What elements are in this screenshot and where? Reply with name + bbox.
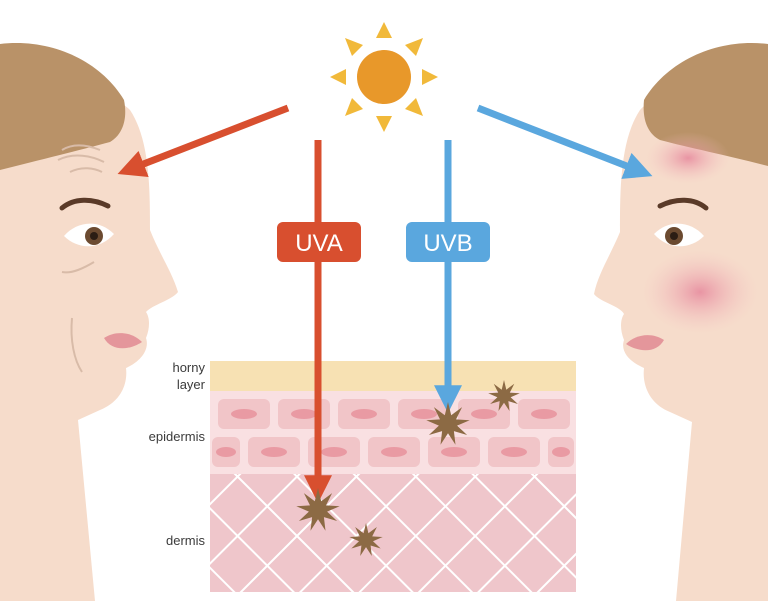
cell-nucleus: [261, 447, 287, 457]
cell-nucleus: [471, 409, 497, 419]
left-face-hair: [0, 43, 126, 170]
sun-rays: [330, 22, 438, 132]
label-dermis: dermis: [166, 533, 206, 548]
starburst-icon: [349, 523, 383, 556]
uva-badge-bg: [277, 222, 361, 262]
cell-nucleus: [531, 409, 557, 419]
dermis-layer: [210, 474, 576, 592]
right-face-lips: [626, 335, 664, 351]
right-face-cheek-redness: [642, 250, 758, 334]
starburst-icon: [296, 488, 340, 531]
label-horny-line1: horny: [172, 360, 205, 375]
uvb-arrow-to-face: [476, 104, 653, 179]
uva-arrow-to-face: [117, 104, 290, 177]
cell-nucleus: [291, 409, 317, 419]
sun-icon: [330, 22, 438, 132]
skin-cross-section: [210, 361, 576, 592]
starburst-icon: [488, 380, 520, 411]
right-face-eyebrow: [657, 197, 709, 211]
right-face-sunburn: [594, 43, 768, 601]
layer-labels: horny layer epidermis dermis: [149, 360, 206, 548]
starburst-icon: [426, 402, 470, 445]
uva-badge-label: UVA: [295, 230, 343, 257]
uvb-badge: UVB: [406, 222, 490, 262]
right-face-forehead-redness: [646, 132, 730, 184]
left-face-wrinkles: [57, 144, 105, 373]
cell-nucleus: [441, 447, 467, 457]
left-face-lips: [104, 333, 142, 349]
cell-nucleus: [351, 409, 377, 419]
right-face-skin: [594, 92, 768, 601]
left-face-aged: [0, 43, 178, 601]
cell-nucleus: [501, 447, 527, 457]
left-face-eyebrow: [59, 197, 111, 211]
cell-nucleus: [381, 447, 407, 457]
left-face-pupil: [90, 232, 98, 240]
label-horny-line2: layer: [177, 377, 206, 392]
uv-arrows: [117, 104, 653, 504]
sun-disc: [357, 50, 411, 104]
uva-badge: UVA: [277, 222, 361, 262]
cell-nucleus: [216, 447, 236, 457]
cell-nucleus: [231, 409, 257, 419]
left-face-skin: [0, 92, 178, 601]
epidermis-cells: [212, 399, 574, 467]
cell-nucleus: [321, 447, 347, 457]
damage-marks: [296, 380, 520, 556]
uvb-badge-bg: [406, 222, 490, 262]
label-epidermis: epidermis: [149, 429, 206, 444]
cell-nucleus: [411, 409, 437, 419]
uvb-badge-label: UVB: [423, 230, 472, 257]
horny-layer: [210, 361, 576, 391]
cell-nucleus: [552, 447, 570, 457]
right-face-pupil: [670, 232, 678, 240]
